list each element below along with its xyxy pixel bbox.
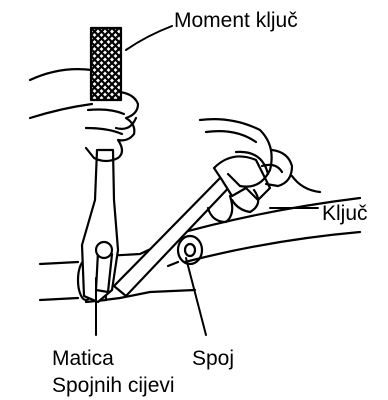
label-union: Spoj [192, 348, 234, 369]
label-torque-wrench: Moment ključ [174, 10, 298, 31]
label-nut: Matica [52, 348, 114, 369]
label-wrench: Ključ [322, 203, 368, 224]
spanner [114, 156, 270, 296]
label-pipes: Spojnih cijevi [52, 375, 175, 396]
